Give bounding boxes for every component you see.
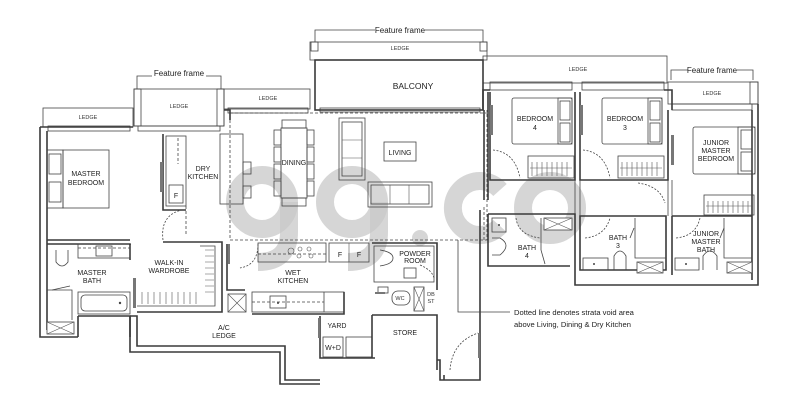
svg-text:DINING: DINING bbox=[282, 160, 307, 167]
svg-text:POWDER: POWDER bbox=[399, 251, 431, 258]
svg-text:MASTER: MASTER bbox=[691, 239, 720, 246]
wet-kitchen: F F WET KITCHEN bbox=[226, 242, 370, 315]
ledge-junior-master: LEDGE bbox=[667, 81, 759, 105]
svg-text:LEDGE: LEDGE bbox=[259, 96, 278, 102]
svg-text:4: 4 bbox=[533, 125, 537, 132]
svg-text:LEDGE: LEDGE bbox=[703, 91, 722, 97]
svg-text:Feature frame: Feature frame bbox=[375, 26, 426, 35]
svg-text:JUNIOR: JUNIOR bbox=[693, 231, 719, 238]
svg-text:ROOM: ROOM bbox=[404, 258, 426, 265]
master-bath: MASTER BATH bbox=[46, 243, 131, 337]
strata-void-boundary bbox=[229, 110, 488, 241]
svg-text:KITCHEN: KITCHEN bbox=[278, 278, 309, 285]
store: STORE bbox=[371, 210, 481, 381]
svg-text:F: F bbox=[174, 193, 178, 200]
svg-text:WALK-IN: WALK-IN bbox=[155, 260, 184, 267]
wc: WC DB ST bbox=[375, 286, 435, 312]
svg-text:Feature frame: Feature frame bbox=[154, 69, 205, 78]
svg-text:BATH: BATH bbox=[518, 245, 536, 252]
svg-text:STORE: STORE bbox=[393, 330, 417, 337]
svg-text:DB: DB bbox=[427, 292, 435, 298]
svg-text:LEDGE: LEDGE bbox=[569, 67, 588, 73]
svg-text:Feature frame: Feature frame bbox=[687, 66, 738, 75]
svg-text:3: 3 bbox=[623, 125, 627, 132]
svg-text:WET: WET bbox=[285, 270, 301, 277]
svg-text:above Living, Dining & Dry Kit: above Living, Dining & Dry Kitchen bbox=[514, 320, 631, 329]
bedroom-4: BEDROOM 4 bbox=[489, 92, 576, 181]
master-bedroom: MASTER BEDROOM bbox=[46, 149, 130, 241]
living: LIVING bbox=[338, 117, 433, 208]
balcony: BALCONY bbox=[314, 59, 484, 111]
svg-text:3: 3 bbox=[616, 243, 620, 250]
svg-text:MASTER: MASTER bbox=[701, 148, 730, 155]
bath-4: BATH 4 bbox=[487, 213, 576, 270]
ledge-dining: LEDGE bbox=[223, 88, 311, 110]
svg-text:W+D: W+D bbox=[325, 345, 341, 352]
svg-text:WC: WC bbox=[395, 296, 404, 302]
junior-master-bath: JUNIOR MASTER BATH bbox=[671, 215, 753, 275]
walk-in-wardrobe: WALK-IN WARDROBE bbox=[129, 209, 223, 313]
svg-text:MASTER: MASTER bbox=[71, 171, 100, 178]
svg-text:Dotted line denotes strata voi: Dotted line denotes strata void area bbox=[514, 308, 635, 317]
junior-master-bedroom: JUNIOR MASTER BEDROOM bbox=[671, 126, 756, 216]
ledge-dry-kitchen: LEDGE bbox=[133, 88, 225, 127]
svg-text:JUNIOR: JUNIOR bbox=[703, 140, 729, 147]
ledge-master-bedroom: LEDGE bbox=[42, 107, 134, 128]
svg-text:LEDGE: LEDGE bbox=[212, 333, 236, 340]
bedroom-3: BEDROOM 3 bbox=[579, 92, 669, 204]
svg-text:LEDGE: LEDGE bbox=[79, 115, 98, 121]
svg-text:BATH: BATH bbox=[697, 247, 715, 254]
svg-text:DRY: DRY bbox=[196, 166, 211, 173]
svg-text:F: F bbox=[338, 252, 342, 259]
svg-text:BALCONY: BALCONY bbox=[393, 81, 434, 91]
svg-text:4: 4 bbox=[525, 253, 529, 260]
strata-void-note: Dotted line denotes strata void area abo… bbox=[457, 240, 635, 329]
bath-3: BATH 3 bbox=[579, 215, 667, 274]
powder-room: POWDER ROOM bbox=[372, 242, 438, 290]
svg-text:BEDROOM: BEDROOM bbox=[698, 156, 734, 163]
dining: DINING bbox=[273, 119, 315, 207]
yard: YARD W+D bbox=[318, 316, 375, 359]
svg-text:LEDGE: LEDGE bbox=[170, 104, 189, 110]
svg-text:WARDROBE: WARDROBE bbox=[149, 268, 190, 275]
ledge-balcony: LEDGE bbox=[309, 41, 488, 61]
svg-text:BATH: BATH bbox=[83, 278, 101, 285]
svg-text:YARD: YARD bbox=[328, 323, 347, 330]
svg-text:A/C: A/C bbox=[218, 325, 230, 332]
feature-frame-left: Feature frame bbox=[136, 69, 222, 89]
svg-text:BATH: BATH bbox=[609, 235, 627, 242]
feature-frame-right: Feature frame bbox=[670, 66, 754, 80]
svg-text:BEDROOM: BEDROOM bbox=[68, 180, 104, 187]
ledge-bedrooms: LEDGE bbox=[482, 55, 668, 84]
svg-text:ST: ST bbox=[427, 299, 435, 305]
svg-text:BEDROOM: BEDROOM bbox=[517, 116, 553, 123]
ac-ledge: A/C LEDGE bbox=[129, 315, 320, 385]
svg-text:F: F bbox=[357, 252, 361, 259]
svg-text:KITCHEN: KITCHEN bbox=[188, 174, 219, 181]
svg-text:MASTER: MASTER bbox=[77, 270, 106, 277]
dry-kitchen: F DRY KITCHEN bbox=[160, 133, 252, 236]
svg-text:LEDGE: LEDGE bbox=[391, 46, 410, 52]
feature-frame-center: Feature frame bbox=[314, 26, 484, 42]
corridor-walls bbox=[483, 92, 673, 216]
svg-text:BEDROOM: BEDROOM bbox=[607, 116, 643, 123]
svg-text:LIVING: LIVING bbox=[389, 150, 412, 157]
